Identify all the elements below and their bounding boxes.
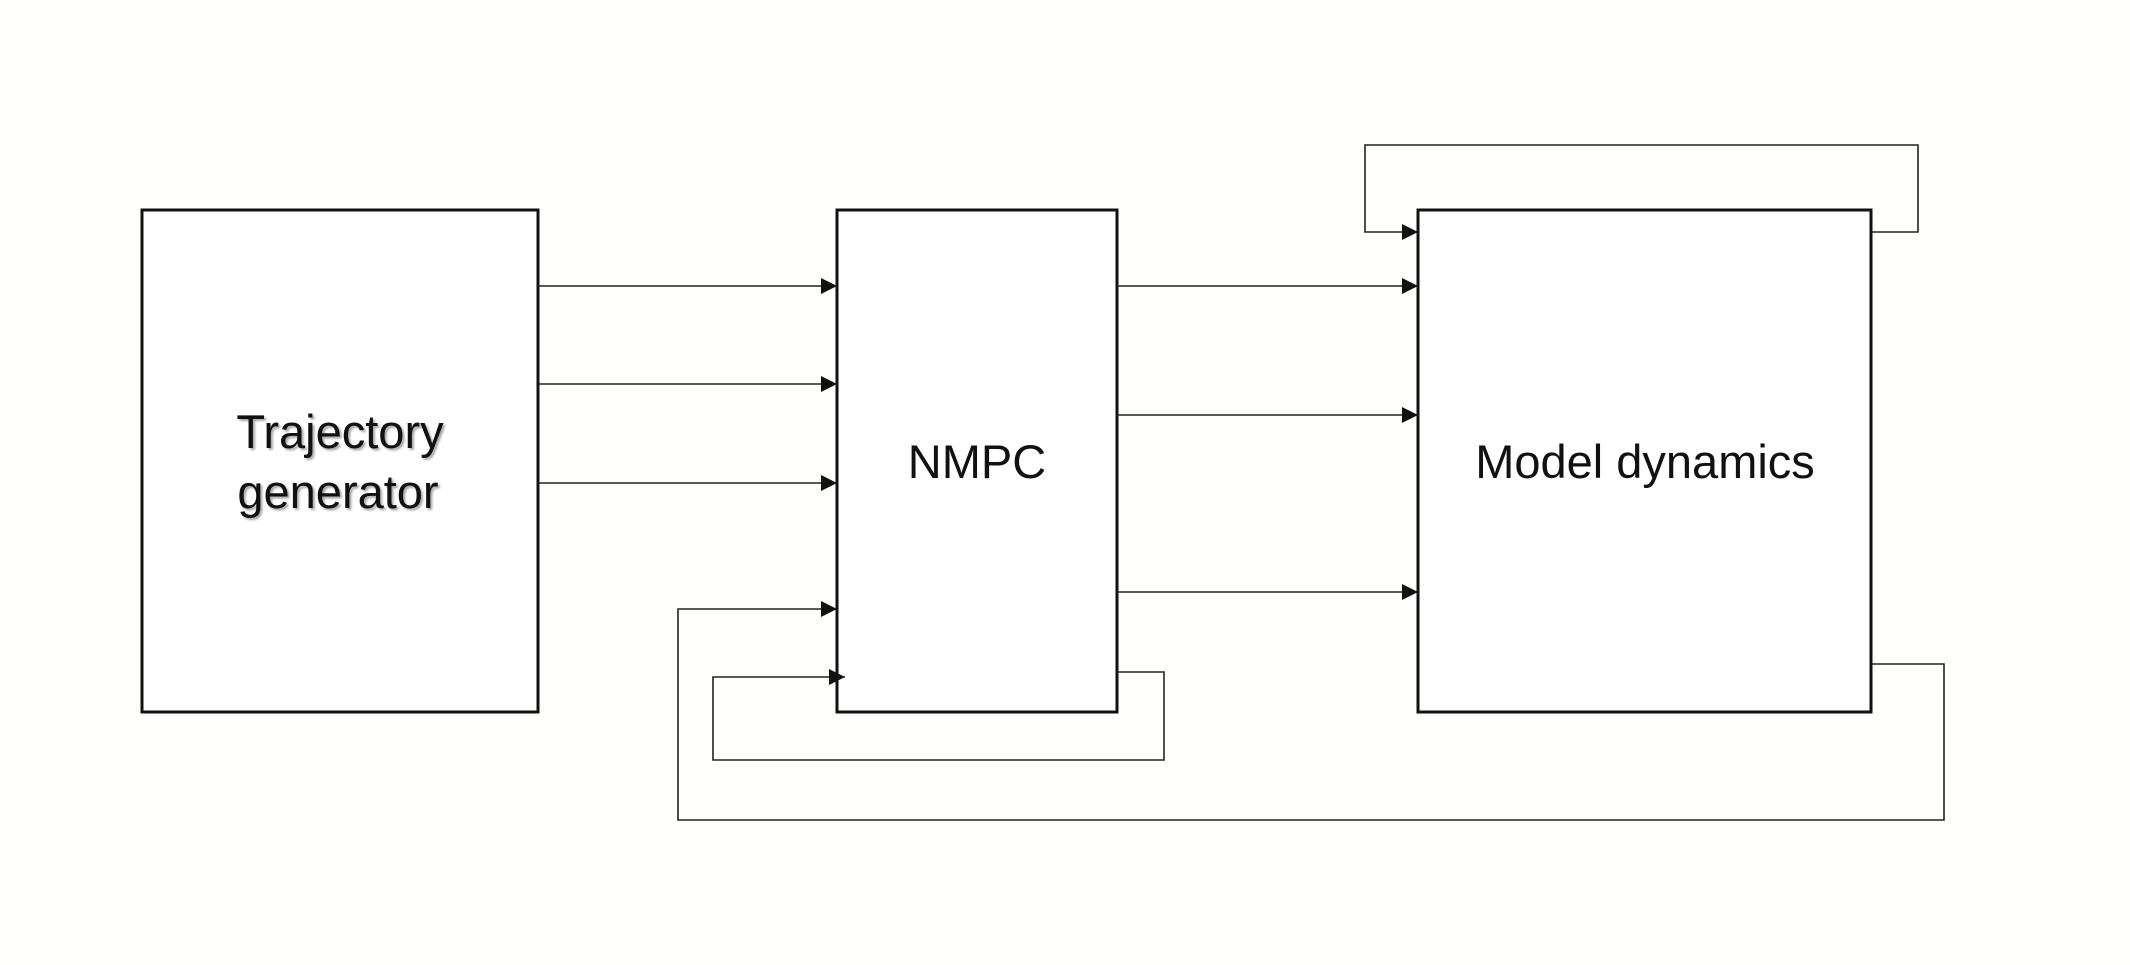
trajectory-generator-label-line2: generator — [237, 465, 438, 518]
trajectory-generator-block — [140, 208, 540, 714]
model-dynamics-label: Model dynamics — [1475, 435, 1815, 488]
model-to-nmpc-feedback-loop — [677, 601, 1945, 821]
nmpc-self-feedback-loop — [712, 669, 1165, 761]
trajectory-generator-label-line1: Trajectory — [236, 405, 444, 458]
nmpc-block — [835, 208, 1119, 714]
model-dynamics-block — [1416, 208, 1873, 714]
nmpc-label: NMPC — [908, 435, 1046, 488]
model-self-feedback-loop — [1364, 144, 1919, 240]
